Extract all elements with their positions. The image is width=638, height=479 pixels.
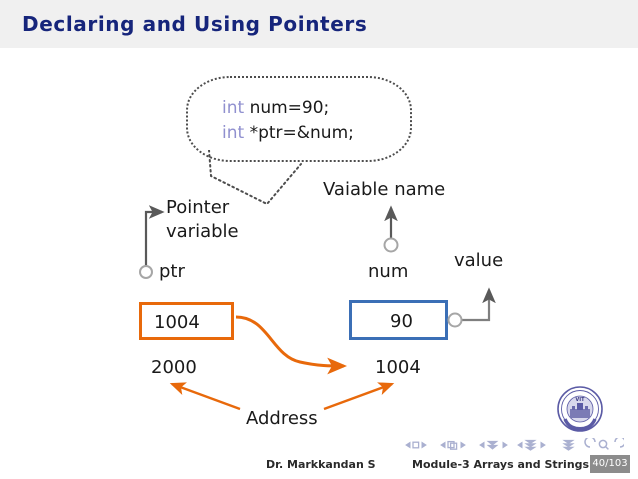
section-icon-bottom <box>524 446 537 451</box>
subsection-prev-icon <box>479 441 485 449</box>
section-next-icon <box>540 441 546 449</box>
footer-page-indicator: 40/103 <box>590 455 630 473</box>
label-variable-name: Vaiable name <box>323 179 446 200</box>
keyword-int-2: int <box>222 123 245 143</box>
code-line-1-rest: num=90; <box>244 98 330 118</box>
memory-box-num: 90 <box>349 300 448 340</box>
page-title: Declaring and Using Pointers <box>22 12 368 36</box>
frame-first-icon <box>440 441 446 449</box>
label-value: value <box>454 250 504 271</box>
label-address: Address <box>246 408 318 429</box>
label-pointer-variable: Pointer variable <box>166 196 239 244</box>
subsection-icon-bottom <box>486 444 499 450</box>
back-icon <box>584 438 596 448</box>
slide-next-icon <box>421 441 427 449</box>
doc-icon-mid <box>562 443 575 448</box>
label-ptr: ptr <box>159 261 185 282</box>
code-line-1: int num=90; <box>222 96 354 121</box>
label-address-1004: 1004 <box>375 357 421 378</box>
slide-prev-icon <box>412 441 420 449</box>
label-pointer-variable-line1: Pointer <box>166 197 230 218</box>
subsection-icon-top <box>486 440 499 446</box>
section-icon-top <box>524 439 537 445</box>
code-snippet: int num=90; int *ptr=&num; <box>222 96 354 146</box>
label-num: num <box>368 261 409 282</box>
forward-icon <box>614 438 624 448</box>
keyword-int-1: int <box>222 98 245 118</box>
beamer-navigation-symbols[interactable] <box>404 438 624 452</box>
subsection-next-icon <box>502 441 508 449</box>
slide-first-icon <box>405 441 411 449</box>
code-line-2: int *ptr=&num; <box>222 121 354 146</box>
connector-numbox-to-value <box>447 287 496 328</box>
memory-box-num-value: 90 <box>390 311 413 332</box>
frame-last-icon <box>460 441 466 449</box>
connector-num-to-variable-name <box>383 205 399 253</box>
vit-university-logo: VIT <box>557 386 603 432</box>
connector-ptr-to-address-1004 <box>235 315 348 375</box>
search-icon <box>598 439 608 449</box>
label-address-2000: 2000 <box>151 357 197 378</box>
code-line-2-rest: *ptr=&num; <box>244 123 354 143</box>
footer-author: Dr. Markkandan S <box>266 458 376 471</box>
svg-text:VIT: VIT <box>575 397 585 403</box>
connector-address-left <box>169 382 241 411</box>
doc-icon-bottom <box>562 446 575 451</box>
memory-box-ptr-value: 1004 <box>154 312 200 333</box>
section-icon-mid <box>524 443 537 448</box>
footer-module: Module-3 Arrays and Strings <box>412 458 590 471</box>
connector-address-right <box>323 382 395 411</box>
search-handle-icon <box>605 446 609 450</box>
label-pointer-variable-line2: variable <box>166 221 239 242</box>
section-prev-icon <box>517 441 523 449</box>
doc-icon-top <box>562 439 575 445</box>
code-speech-bubble <box>186 76 412 162</box>
frame-next-icon <box>449 442 458 450</box>
memory-box-ptr: 1004 <box>139 302 234 340</box>
slide-header-bar <box>0 0 638 48</box>
